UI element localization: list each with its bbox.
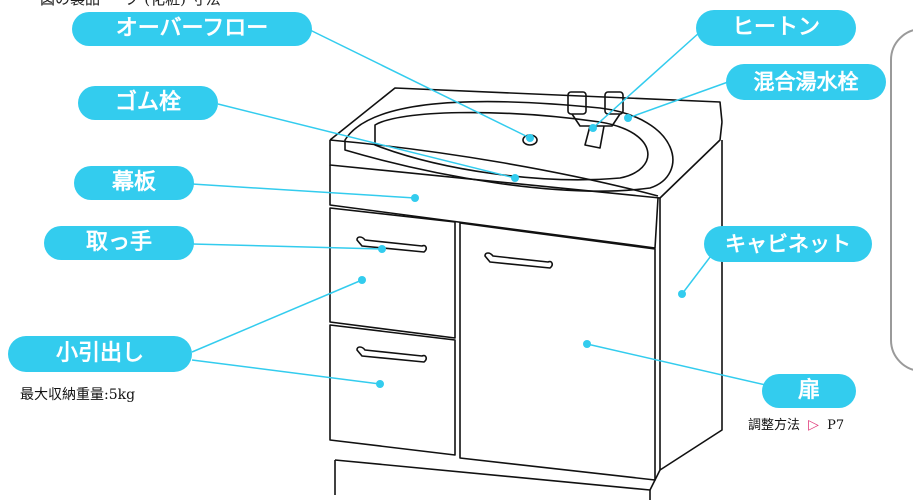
label-mixing-faucet: 混合湯水栓 [726,64,886,100]
basin-rim [344,100,674,192]
label-door: 扉 [762,374,856,408]
faucet [567,91,624,149]
label-handle: 取っ手 [44,226,194,260]
arrow-right-icon: ▷ [808,417,819,433]
counter-top [329,87,723,141]
basin-inner [374,111,649,181]
leader-dots [358,114,686,388]
drawer-handle-1 [356,236,427,253]
vanity-cabinet [329,87,723,500]
label-cabinet: キャビネット [704,226,872,262]
door-panel [459,222,656,481]
apron-panel [329,165,659,249]
leader-lines [191,29,771,387]
label-heaton: ヒートン [696,10,856,46]
max-load-note: 最大収納重量:5kg [20,387,136,403]
lower-drawer [329,324,456,456]
cabinet-side [659,140,723,471]
label-rubber-plug: ゴム栓 [78,86,218,120]
label-small-drawer: 小引出し [8,336,192,372]
adjust-label: 調整方法 [748,418,801,433]
adjust-page-link[interactable]: P7 [827,418,845,433]
drawer-handle-2 [356,346,427,363]
door-handle [484,252,553,269]
adjust-note: 調整方法 ▷ P7 [748,414,844,433]
upper-drawer [329,207,456,339]
top-caption: 図の製品 ー ブ (化粧) 寸法 [40,0,221,9]
label-apron: 幕板 [74,166,194,200]
label-overflow: オーバーフロー [72,12,312,46]
